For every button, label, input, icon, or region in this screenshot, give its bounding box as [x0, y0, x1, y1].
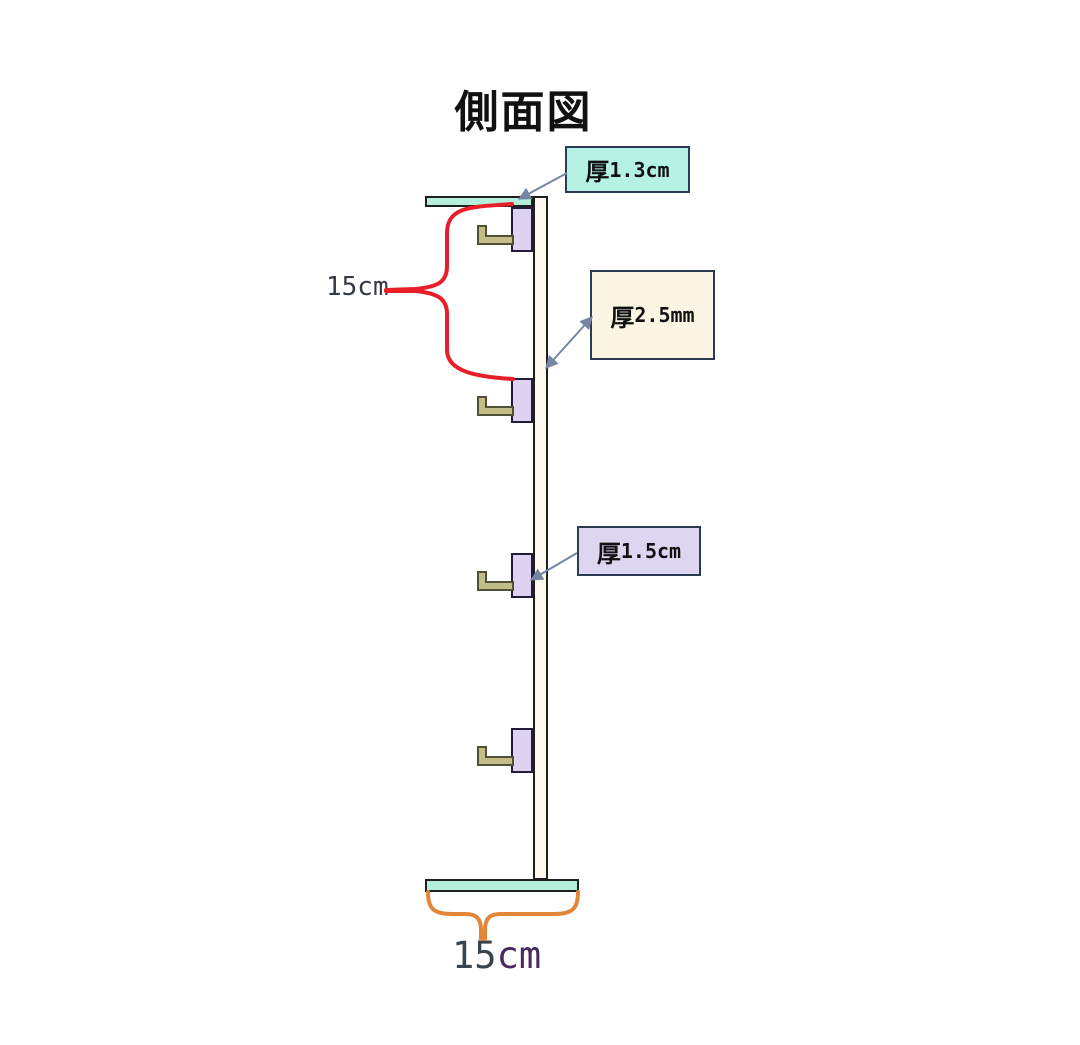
thickness-label-prefix: 厚	[596, 540, 621, 568]
page-title: 側面図	[454, 88, 593, 137]
shelf-block	[511, 378, 533, 423]
top-shelf-board	[425, 196, 533, 207]
thickness-label-value: 2.5mm	[634, 303, 695, 327]
vertical-pole	[533, 196, 548, 880]
leader-line-pole	[545, 316, 593, 369]
hook-icon	[477, 571, 514, 591]
base-width-dimension-label: 15cm	[452, 934, 541, 977]
thickness-label-prefix: 厚	[610, 304, 635, 332]
shelf-block	[511, 207, 533, 252]
thickness-label-value: 1.5cm	[620, 539, 682, 563]
base-width-brace	[483, 890, 580, 941]
spacing-dimension-label: 15cm	[326, 272, 389, 302]
base-board	[425, 879, 579, 892]
base-width-number: 15	[452, 934, 497, 977]
spacing-brace	[384, 289, 515, 381]
shelf-block	[511, 553, 533, 598]
spacing-brace	[384, 202, 514, 292]
thickness-label-prefix: 厚	[585, 159, 610, 186]
base-width-unit: cm	[496, 934, 542, 977]
hook-icon	[477, 746, 514, 766]
base-width-brace	[426, 890, 483, 941]
hook-icon	[477, 396, 514, 416]
thickness-label-value: 1.3cm	[609, 157, 670, 182]
hook-icon	[477, 225, 514, 245]
shelf-block	[511, 728, 533, 773]
